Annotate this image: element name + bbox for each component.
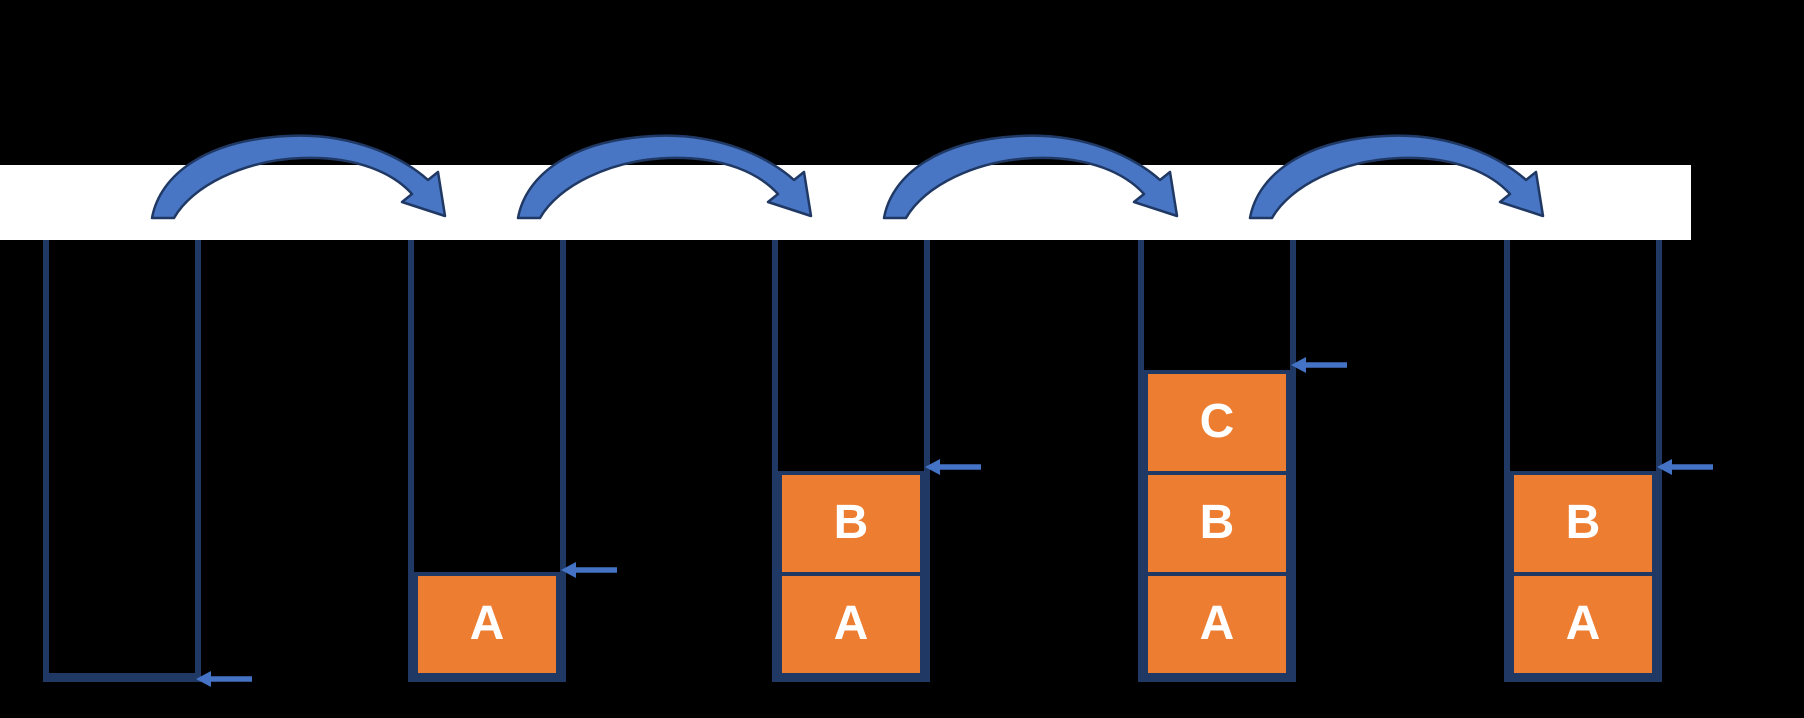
block-label: A [469,596,505,650]
stack-block: C [1144,370,1290,471]
block-label: A [833,596,869,650]
shelf-band [0,165,1691,240]
stack-top-pointer-icon [925,459,981,475]
stack-block: B [778,471,924,572]
transition-arrow-icon [1248,134,1545,220]
stack-block: A [778,572,924,673]
stack-block: A [1144,572,1290,673]
stack-block: B [1510,471,1656,572]
stack-block: A [414,572,560,673]
stack-top-pointer-icon [1291,357,1347,373]
stack-state-4: C B A [1138,240,1296,682]
stack-top-pointer-icon [561,562,617,578]
transition-arrow-icon [150,134,447,220]
block-label: A [1565,596,1601,650]
stack-state-1 [43,240,201,682]
block-label: B [833,495,869,549]
transition-arrow-icon [516,134,813,220]
block-label: B [1199,495,1235,549]
stack-top-pointer-icon [1657,459,1713,475]
transition-arrow-icon [882,134,1179,220]
block-label: C [1199,394,1235,448]
stack-block: B [1144,471,1290,572]
stack-state-3: B A [772,240,930,682]
stack-block: A [1510,572,1656,673]
stack-state-5: B A [1504,240,1662,682]
block-label: A [1199,596,1235,650]
stack-top-pointer-icon [196,671,252,687]
stack-state-2: A [408,240,566,682]
block-label: B [1565,495,1601,549]
